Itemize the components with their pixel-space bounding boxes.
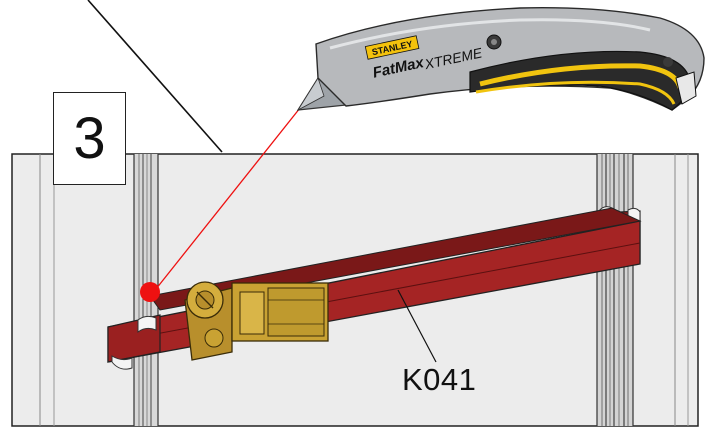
step-number-box: 3 (53, 92, 126, 185)
part-leader-line (397, 289, 437, 363)
cut-point-dot (140, 282, 160, 302)
cut-marker (140, 107, 301, 302)
utility-knife-icon: STANLEY FatMax XTREME (296, 7, 705, 112)
step-number: 3 (73, 106, 106, 171)
part-label: K041 (402, 362, 477, 397)
brand-badge (364, 35, 420, 60)
right-post (596, 154, 634, 426)
ratchet-buckle (184, 281, 329, 361)
cut-indicator-line (151, 107, 301, 295)
leader-line (87, 0, 223, 153)
